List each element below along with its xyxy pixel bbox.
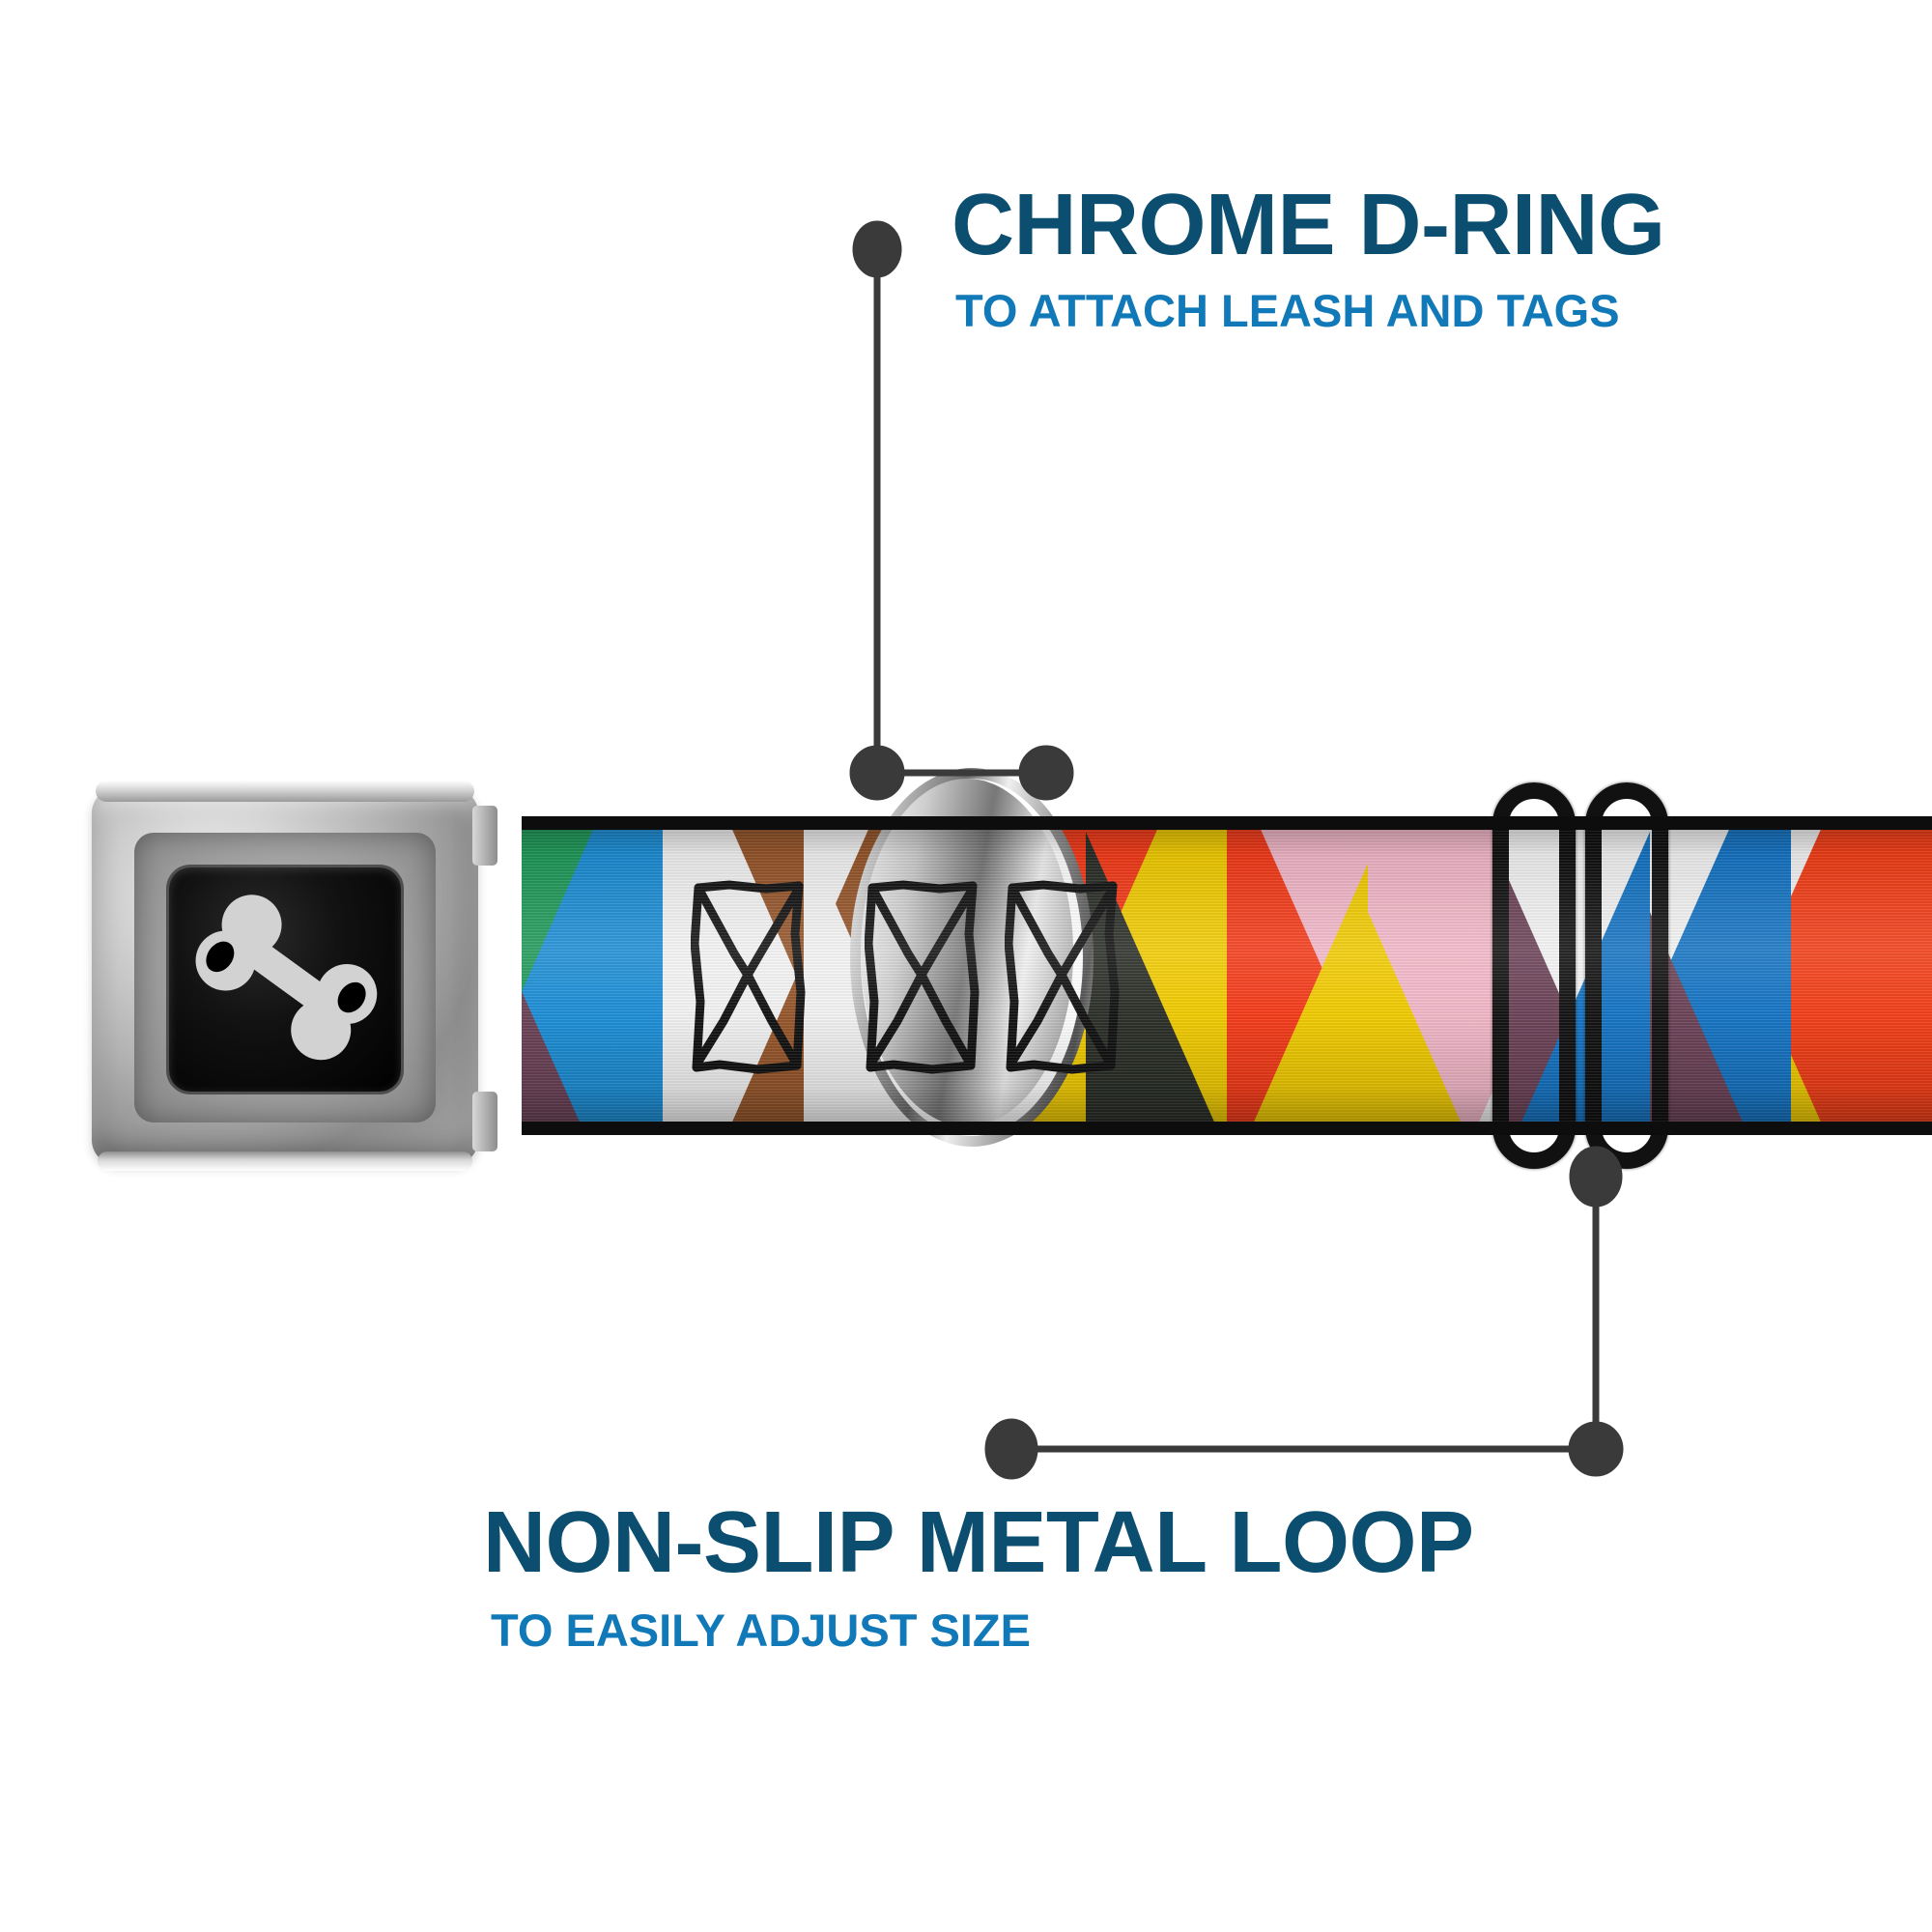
metal-loop-left-bar <box>1492 782 1576 1169</box>
strap-triangle <box>1248 864 1368 1135</box>
buckle-rim-bottom <box>98 1151 472 1171</box>
strap-pattern-tile <box>522 816 663 1135</box>
hand-drawn-x-motif <box>865 880 980 1074</box>
strap-triangle <box>522 816 599 992</box>
callout-dring-subtitle: TO ATTACH LEASH AND TAGS <box>955 285 1620 336</box>
webbing-texture <box>522 816 1932 1135</box>
strap-triangle <box>522 991 585 1135</box>
printed-webbing-strap <box>522 816 1932 1135</box>
strap-triangle <box>1516 832 1650 1135</box>
callout-dring-title: CHROME D-RING <box>952 177 1665 273</box>
callout-non-slip-metal-loop: NON-SLIP METAL LOOP TO EASILY ADJUST SIZ… <box>483 1499 1474 1653</box>
callout-chrome-d-ring: CHROME D-RING TO ATTACH LEASH AND TAGS <box>952 177 1665 336</box>
buckle-tab-bottom-right <box>472 1092 497 1151</box>
strap-triangle <box>1368 912 1466 1135</box>
dog-bone-icon <box>195 895 378 1061</box>
strap-pattern-tile <box>1368 816 1509 1135</box>
buckle-rim-top <box>96 781 474 802</box>
strap-shading <box>522 816 1932 1135</box>
callout-loop-title: NON-SLIP METAL LOOP <box>483 1494 1474 1591</box>
callout-loop-subtitle: TO EASILY ADJUST SIZE <box>491 1605 1031 1656</box>
strap-pattern-tile <box>1227 816 1368 1135</box>
strap-edge-top <box>522 816 1932 830</box>
hand-drawn-x-motif <box>691 880 806 1074</box>
seatbelt-buckle[interactable] <box>92 773 507 1179</box>
strap-pattern-tile <box>1791 816 1932 1135</box>
strap-pattern-tile <box>1509 816 1650 1135</box>
hand-drawn-x-motif <box>1005 880 1120 1074</box>
buckle-release-window[interactable] <box>169 867 401 1092</box>
strap-pattern-tile <box>1650 816 1791 1135</box>
strap-edge-bottom <box>522 1122 1932 1135</box>
buckle-tab-top-right <box>472 806 497 866</box>
